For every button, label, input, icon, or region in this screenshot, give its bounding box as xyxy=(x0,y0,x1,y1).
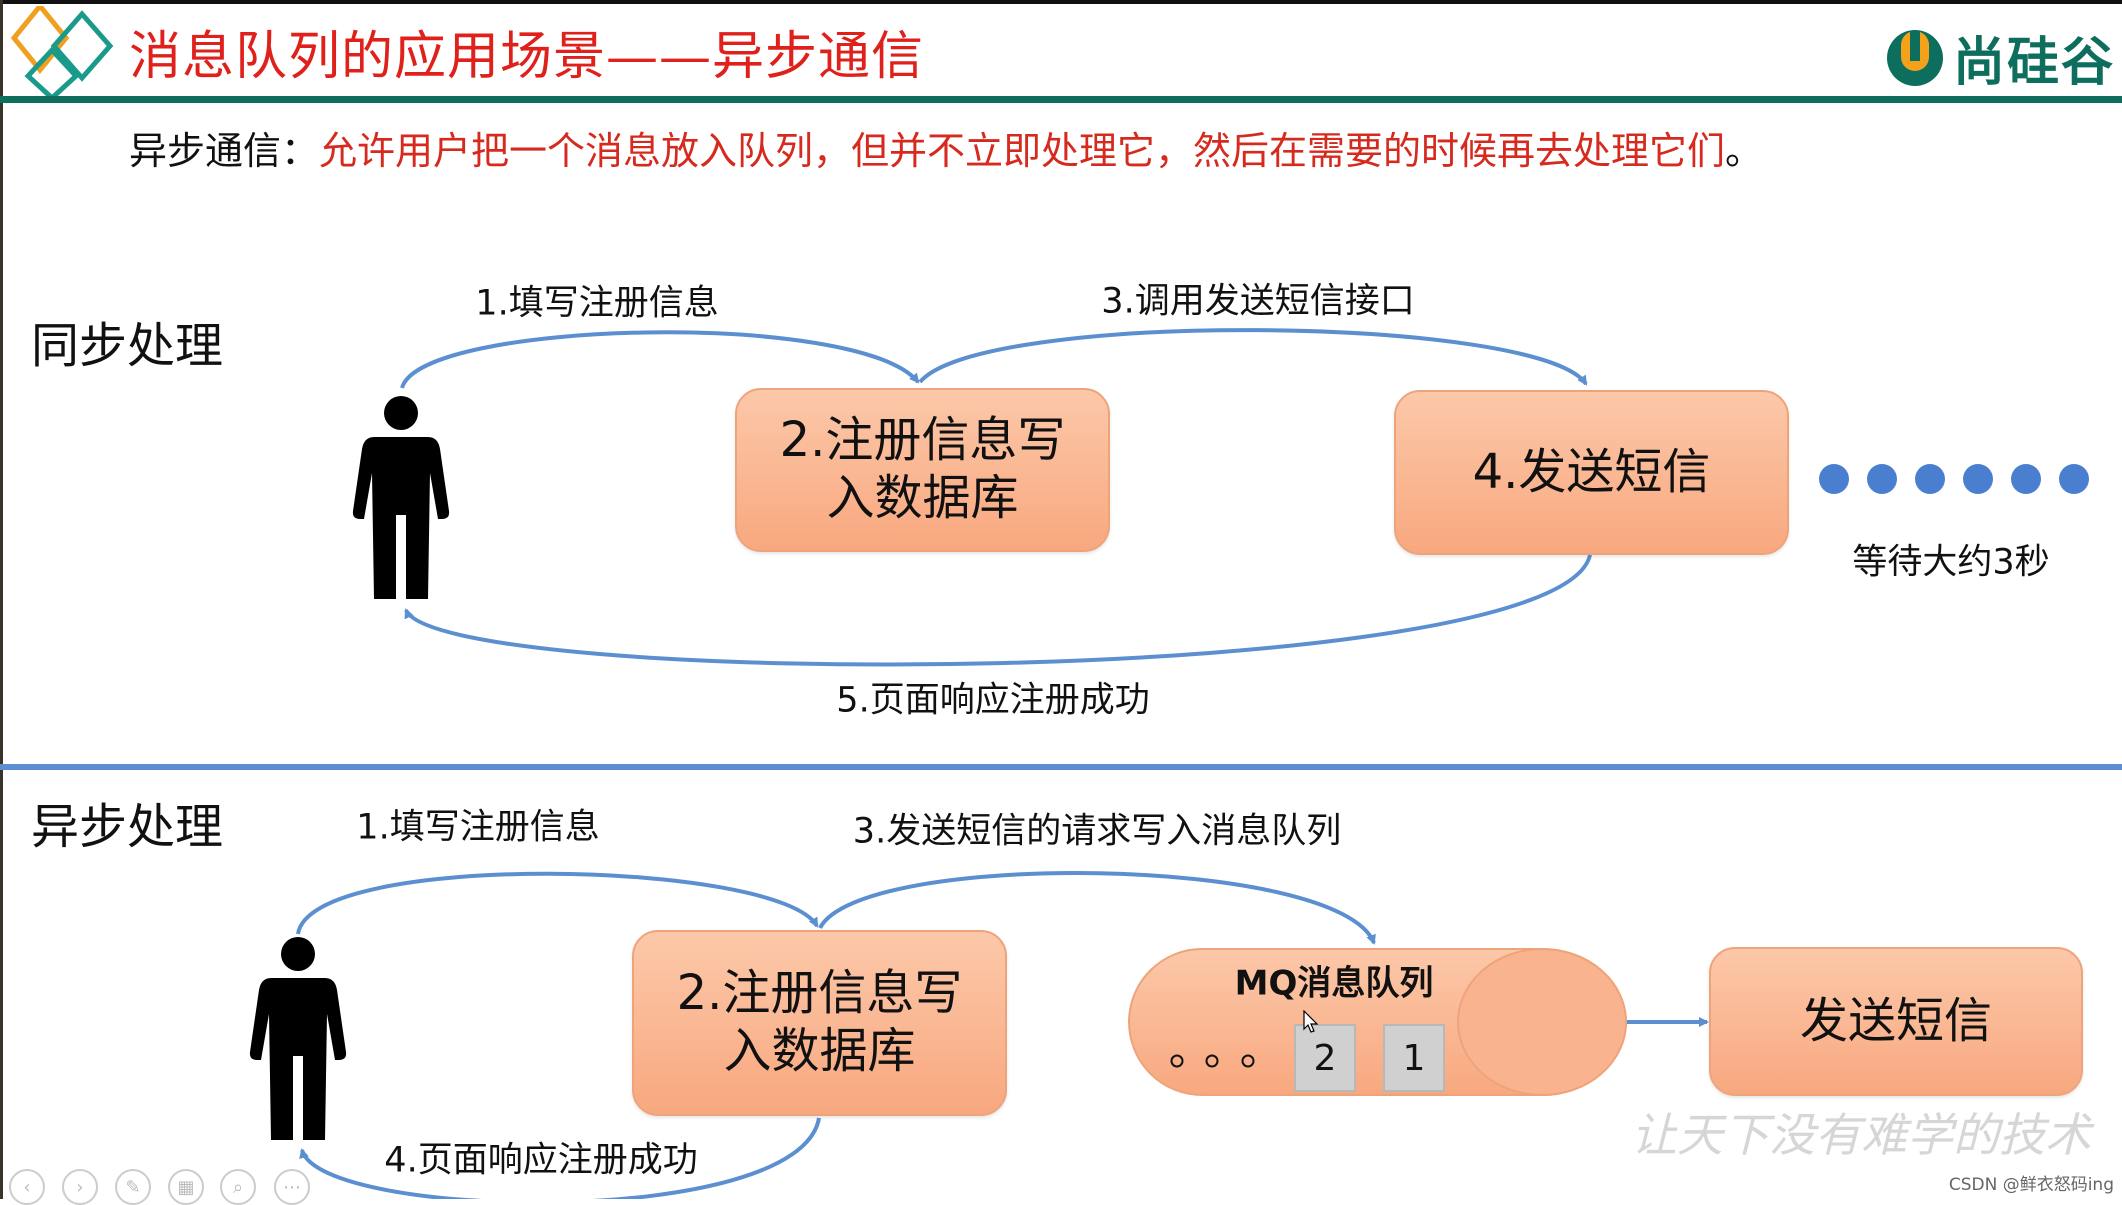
wait-label: 等待大约3秒 xyxy=(1852,542,2050,583)
brand-logo: 尚硅谷 xyxy=(1885,20,2115,95)
wait-dot xyxy=(1915,464,1945,494)
prev-slide-icon[interactable]: ‹ xyxy=(9,1169,45,1205)
async-box-send-sms: 发送短信 xyxy=(1709,947,2083,1096)
sync-step1-label: 1.填写注册信息 xyxy=(475,283,719,324)
queue-ellipsis-dot xyxy=(1241,1054,1255,1068)
section-divider xyxy=(0,764,2122,770)
next-slide-icon[interactable]: › xyxy=(62,1169,98,1205)
async-step3-label: 3.发送短信的请求写入消息队列 xyxy=(852,811,1342,852)
more-icon[interactable]: ⋯ xyxy=(274,1169,310,1205)
queue-message: 2 xyxy=(1294,1024,1356,1092)
async-arrow-1 xyxy=(296,871,819,935)
sync-step3-label: 3.调用发送短信接口 xyxy=(1101,281,1415,322)
sync-box-write-db: 2.注册信息写 入数据库 xyxy=(735,388,1110,552)
definition-end: 。 xyxy=(1725,129,1764,173)
zoom-icon[interactable]: ⌕ xyxy=(220,1169,256,1205)
page-title: 消息队列的应用场景——异步通信 xyxy=(129,27,925,87)
mouse-cursor-icon xyxy=(1303,1010,1319,1033)
top-border xyxy=(0,0,2122,4)
async-step4-label: 4.页面响应注册成功 xyxy=(384,1140,698,1181)
sync-heading: 同步处理 xyxy=(31,318,224,374)
credit: CSDN @鲜衣怒码ing xyxy=(1948,1175,2114,1195)
watermark: 让天下没有难学的技术 xyxy=(1631,1108,2091,1162)
sync-arrow-1 xyxy=(400,330,920,389)
definition-text: 允许用户把一个消息放入队列，但并不立即处理它，然后在需要的时候再去处理它们 xyxy=(319,129,1726,173)
pen-icon[interactable]: ✎ xyxy=(115,1169,151,1205)
queue-message: 1 xyxy=(1383,1024,1445,1092)
wait-dot xyxy=(1819,464,1849,494)
sync-box-send-sms: 4.发送短信 xyxy=(1394,390,1789,555)
queue-ellipsis-dot xyxy=(1170,1054,1184,1068)
diamond-logo-icon xyxy=(10,6,114,98)
wait-dot xyxy=(2059,464,2089,494)
definition: 异步通信：允许用户把一个消息放入队列，但并不立即处理它，然后在需要的时候再去处理… xyxy=(129,120,1763,175)
async-step1-label: 1.填写注册信息 xyxy=(356,807,600,848)
title-divider xyxy=(0,96,2122,103)
async-box-write-db: 2.注册信息写 入数据库 xyxy=(632,930,1007,1116)
wait-dot xyxy=(1963,464,1993,494)
user-icon xyxy=(352,396,450,599)
sync-arrow-3 xyxy=(918,328,1588,386)
mq-label: MQ消息队列 xyxy=(1234,963,1434,1004)
user-icon xyxy=(249,937,347,1140)
definition-term: 异步通信： xyxy=(129,129,320,173)
brand-name: 尚硅谷 xyxy=(1953,33,2116,93)
async-arrow-3 xyxy=(818,871,1376,945)
left-border xyxy=(0,0,3,1199)
async-arrow-4 xyxy=(299,1117,821,1199)
brand-u-icon xyxy=(1887,29,1943,86)
wait-dot xyxy=(1867,464,1897,494)
sync-step5-label: 5.页面响应注册成功 xyxy=(836,680,1150,721)
wait-dot xyxy=(2011,464,2041,494)
sync-arrow-5 xyxy=(404,554,1592,667)
grid-icon[interactable]: ▦ xyxy=(168,1169,204,1205)
async-heading: 异步处理 xyxy=(31,799,224,855)
queue-ellipsis-dot xyxy=(1205,1054,1219,1068)
